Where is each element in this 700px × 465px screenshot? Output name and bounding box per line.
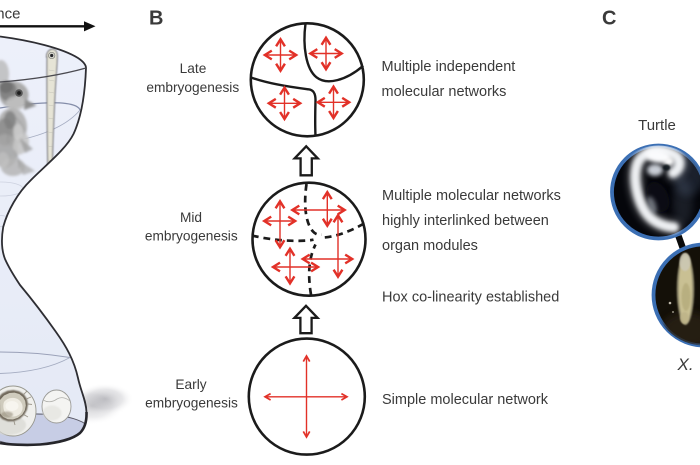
svg-text:Late: Late [180, 61, 207, 76]
svg-text:highly interlinked between: highly interlinked between [382, 213, 549, 229]
svg-text:Early: Early [175, 377, 206, 392]
svg-text:Turtle: Turtle [638, 117, 676, 134]
svg-text:C: C [602, 8, 616, 30]
svg-text:X.: X. [677, 355, 694, 374]
svg-text:Multiple molecular networks: Multiple molecular networks [382, 188, 561, 204]
svg-text:embryogenesis: embryogenesis [146, 80, 239, 95]
svg-text:embryogenesis: embryogenesis [145, 229, 238, 244]
svg-text:Divergence: Divergence [0, 6, 21, 23]
svg-text:Hox co-linearity established: Hox co-linearity established [382, 290, 559, 306]
svg-text:organ modules: organ modules [382, 238, 478, 254]
svg-text:Multiple independent: Multiple independent [382, 59, 516, 75]
svg-text:B: B [149, 8, 163, 30]
svg-text:embryogenesis: embryogenesis [145, 395, 238, 410]
svg-text:Mid: Mid [180, 210, 202, 225]
svg-text:molecular networks: molecular networks [382, 84, 507, 100]
svg-text:Simple molecular network: Simple molecular network [382, 392, 549, 408]
